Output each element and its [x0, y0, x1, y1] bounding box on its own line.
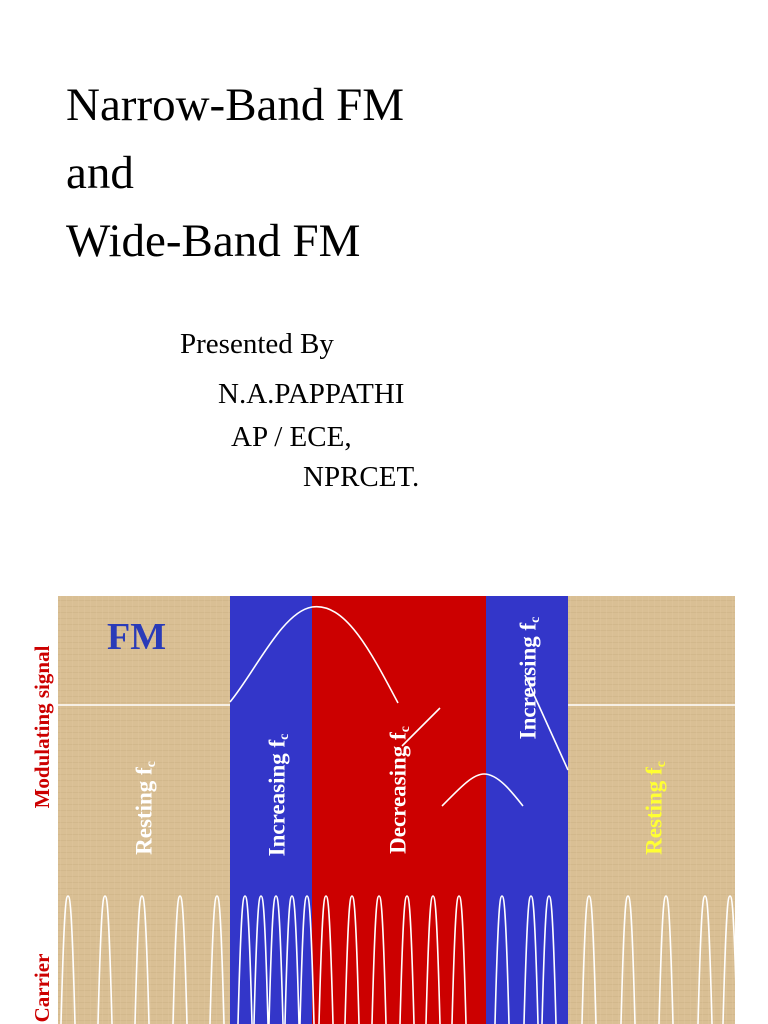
fm-label: FM	[107, 616, 167, 658]
fm-diagram: Modulating signal Carrier	[30, 596, 735, 1024]
presented-by: Presented By	[180, 328, 334, 360]
zone-label-resting-right: Resting fc	[641, 761, 668, 855]
title-line-2: and	[66, 147, 134, 199]
modulating-rise	[229, 605, 399, 704]
modulating-fall	[401, 707, 441, 747]
presenter-designation: AP / ECE,	[231, 421, 352, 453]
modulating-signal-label: Modulating signal	[30, 645, 54, 808]
modulating-arc	[441, 773, 524, 807]
zone-label-decreasing: Decreasing fc	[385, 726, 412, 854]
presenter-institution: NPRCET.	[303, 461, 420, 493]
carrier-label: Carrier	[30, 954, 54, 1023]
title-line-3: Wide-Band FM	[66, 215, 361, 267]
modulating-rise-right	[524, 674, 569, 771]
tan-zone-right	[568, 596, 735, 1024]
zone-label-increasing-right: Increasing fc	[515, 616, 542, 740]
zone-label-increasing-left: Increasing fc	[264, 733, 291, 857]
tan-zone-left	[58, 596, 230, 1024]
title-line-1: Narrow-Band FM	[66, 79, 405, 131]
red-zone	[312, 596, 486, 1024]
carrier-wave	[60, 895, 735, 1024]
presenter-name: N.A.PAPPATHI	[218, 378, 405, 410]
zone-label-resting-left: Resting fc	[131, 761, 158, 855]
